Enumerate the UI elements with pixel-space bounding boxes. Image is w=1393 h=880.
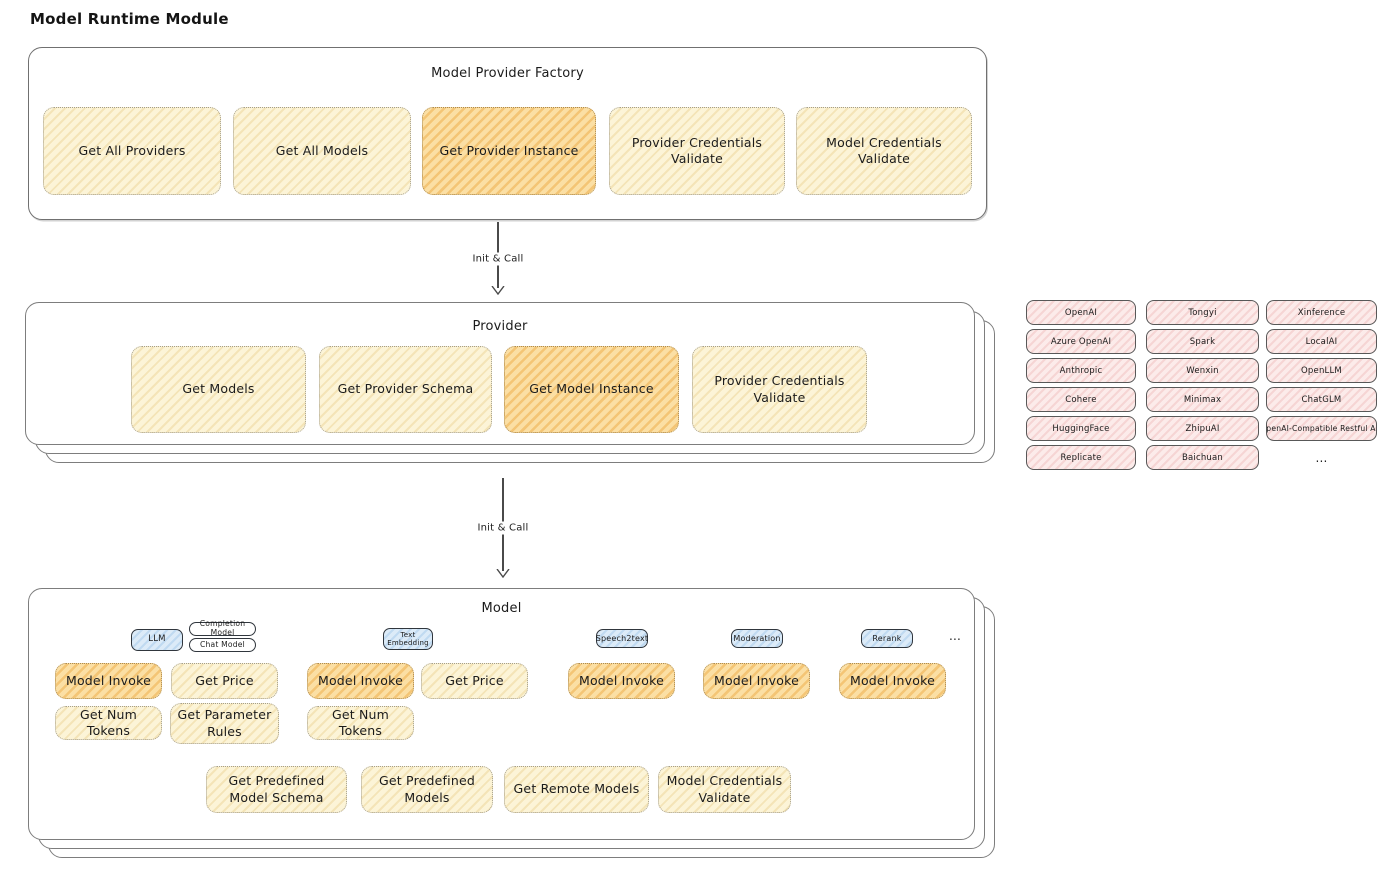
node-get-model-instance: Get Model Instance (504, 346, 679, 433)
provider-pill-anthropic: Anthropic (1026, 358, 1136, 383)
node-llm-get-parameter-rules: Get Parameter Rules (170, 703, 279, 744)
arrow-head-icon (491, 286, 505, 295)
tag-speech2text: Speech2text (596, 629, 648, 648)
node-llm-model-invoke: Model Invoke (55, 663, 162, 699)
node-provider-credentials-validate-2: Provider Credentials Validate (692, 346, 867, 433)
node-get-all-providers: Get All Providers (43, 107, 221, 195)
node-get-predefined-models: Get Predefined Models (361, 766, 493, 813)
provider-pill-replicate: Replicate (1026, 445, 1136, 470)
model-stack: Model LLM Completion Model Chat Model Te… (28, 588, 995, 858)
tag-chat-model: Chat Model (189, 638, 256, 652)
provider-stack: Provider Get Models Get Provider Schema … (25, 302, 995, 463)
factory-title: Model Provider Factory (431, 66, 584, 81)
provider-pill-cohere: Cohere (1026, 387, 1136, 412)
node-embedding-get-num-tokens: Get Num Tokens (307, 706, 414, 740)
provider-list-column-2: Tongyi Spark Wenxin Minimax ZhipuAI Baic… (1146, 300, 1259, 474)
node-model-credentials-validate-2: Model Credentials Validate (658, 766, 791, 813)
provider-list-ellipsis: ... (1315, 450, 1328, 465)
provider-pill-minimax: Minimax (1146, 387, 1259, 412)
provider-pill-localai: LocalAI (1266, 329, 1377, 354)
init-call-label-2: Init & Call (473, 521, 533, 535)
provider-pill-spark: Spark (1146, 329, 1259, 354)
provider-pill-xinference: Xinference (1266, 300, 1377, 325)
node-llm-get-price: Get Price (171, 663, 278, 699)
provider-pill-huggingface: HuggingFace (1026, 416, 1136, 441)
node-get-provider-schema: Get Provider Schema (319, 346, 492, 433)
tag-rerank: Rerank (861, 629, 913, 648)
node-get-predefined-model-schema: Get Predefined Model Schema (206, 766, 347, 813)
provider-pill-baichuan: Baichuan (1146, 445, 1259, 470)
node-llm-get-num-tokens: Get Num Tokens (55, 706, 162, 740)
page-title: Model Runtime Module (30, 10, 229, 28)
node-embedding-model-invoke: Model Invoke (307, 663, 414, 699)
node-get-models: Get Models (131, 346, 306, 433)
node-model-credentials-validate: Model Credentials Validate (796, 107, 972, 195)
provider-pill-zhipuai: ZhipuAI (1146, 416, 1259, 441)
node-speech2text-model-invoke: Model Invoke (568, 663, 675, 699)
provider-pill-chatglm: ChatGLM (1266, 387, 1377, 412)
provider-title: Provider (472, 319, 528, 334)
arrow-head-icon (496, 569, 510, 578)
node-provider-credentials-validate: Provider Credentials Validate (609, 107, 785, 195)
model-tags-ellipsis: ... (949, 629, 962, 643)
provider-pill-azure-openai: Azure OpenAI (1026, 329, 1136, 354)
provider-pill-openai: OpenAI (1026, 300, 1136, 325)
init-call-arrow-1: Init & Call (468, 222, 528, 295)
model-box: Model LLM Completion Model Chat Model Te… (28, 588, 975, 840)
model-title: Model (481, 601, 522, 616)
node-get-all-models: Get All Models (233, 107, 411, 195)
provider-box: Provider Get Models Get Provider Schema … (25, 302, 975, 445)
tag-llm: LLM (131, 629, 183, 651)
node-get-remote-models: Get Remote Models (504, 766, 649, 813)
init-call-label-1: Init & Call (468, 252, 528, 265)
provider-pill-openllm: OpenLLM (1266, 358, 1377, 383)
tag-text-embedding: Text Embedding (383, 628, 433, 650)
node-get-provider-instance: Get Provider Instance (422, 107, 596, 195)
tag-moderation: Moderation (731, 629, 783, 648)
init-call-arrow-2: Init & Call (473, 478, 533, 578)
provider-list-column-3: Xinference LocalAI OpenLLM ChatGLM OpenA… (1266, 300, 1377, 470)
provider-pill-wenxin: Wenxin (1146, 358, 1259, 383)
provider-list-column-1: OpenAI Azure OpenAI Anthropic Cohere Hug… (1026, 300, 1136, 474)
node-embedding-get-price: Get Price (421, 663, 528, 699)
provider-pill-openai-compatible: OpenAI-Compatible Restful API (1266, 416, 1377, 441)
provider-pill-tongyi: Tongyi (1146, 300, 1259, 325)
node-rerank-model-invoke: Model Invoke (839, 663, 946, 699)
tag-completion-model: Completion Model (189, 619, 256, 637)
node-moderation-model-invoke: Model Invoke (703, 663, 810, 699)
factory-box: Model Provider Factory Get All Providers… (28, 47, 987, 220)
